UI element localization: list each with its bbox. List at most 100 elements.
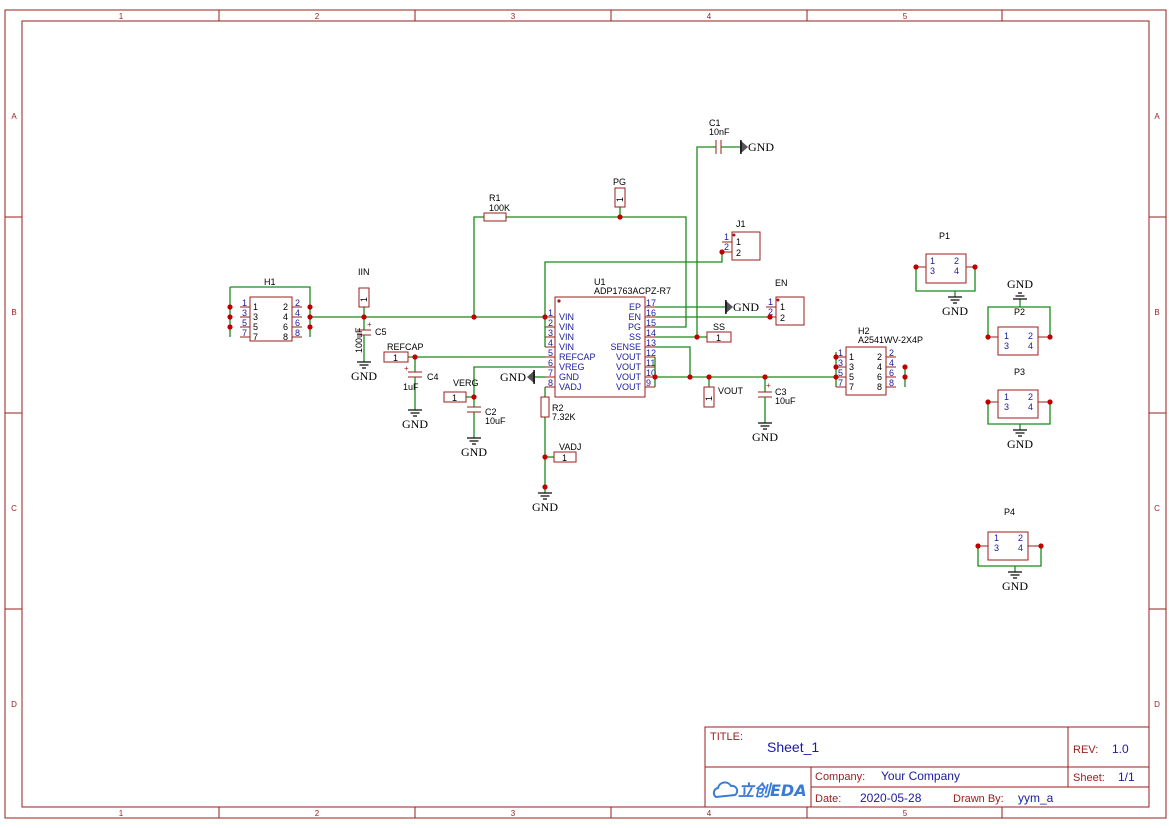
capacitor-c2[interactable]: C2 10uF: [467, 406, 506, 432]
row-label: A: [11, 112, 17, 121]
gnd-label: GND: [402, 417, 428, 431]
p-pin: 4: [1018, 543, 1023, 553]
header-p1[interactable]: 1 3 2 4 P1: [916, 231, 975, 284]
p-pin: 2: [1028, 392, 1033, 402]
header-pin-name: 2: [877, 352, 882, 362]
c4-ref: C4: [427, 372, 439, 382]
junction-dot: [542, 484, 548, 490]
j1-pin-label: 2: [736, 248, 741, 258]
testpoint-vadj[interactable]: 1 VADJ: [553, 442, 581, 463]
col-label: 5: [903, 809, 908, 818]
junction-dot: [1047, 399, 1053, 405]
eda-logo: 立创EDA: [738, 781, 807, 800]
c4-polarity: +: [404, 364, 409, 373]
header-pin-number: 8: [889, 378, 894, 388]
u1-value: ADP1763ACPZ-R7: [594, 286, 671, 296]
rev-label: REV:: [1073, 744, 1098, 756]
resistor-r1[interactable]: R1 100K: [483, 193, 510, 222]
capacitor-c5[interactable]: + C5 100uF: [354, 320, 387, 356]
company-label: Company:: [815, 771, 865, 783]
testpoint-verg[interactable]: 1 VERG: [443, 378, 479, 403]
u1-pin-number: 7: [548, 368, 553, 378]
h2-ref: H2: [858, 326, 870, 336]
p-pin: 2: [954, 256, 959, 266]
junction-dot: [307, 314, 313, 320]
junction-dot: [1047, 334, 1053, 340]
u1-pin-number: 12: [646, 348, 656, 358]
en-pin: 1: [768, 297, 773, 307]
header-pin-number: 2: [889, 348, 894, 358]
col-label: 1: [119, 12, 124, 21]
u1-pin-name: SS: [629, 332, 641, 342]
r2-ref: R2: [552, 403, 564, 413]
col-label: 3: [511, 12, 516, 21]
junction-dot: [307, 304, 313, 310]
p-pin: 1: [994, 533, 999, 543]
testpoint-pg[interactable]: 1 PG: [613, 177, 626, 208]
testpoint-vout[interactable]: 1 VOUT: [703, 386, 744, 408]
tp-label: SS: [713, 322, 725, 332]
header-pin-number: 3: [838, 358, 843, 368]
j1-pin: 2: [724, 242, 729, 252]
col-label: 4: [707, 12, 712, 21]
tp-label: VADJ: [559, 442, 581, 452]
junction-dot: [833, 364, 839, 370]
capacitor-c3[interactable]: + C3 10uF: [758, 381, 796, 417]
tp-pin: 1: [562, 453, 567, 463]
company-value: Your Company: [881, 769, 960, 783]
junction-dot: [833, 374, 839, 380]
junction-dot: [975, 543, 981, 549]
c4-value: 1uF: [403, 382, 419, 392]
row-label: A: [1154, 112, 1160, 121]
junction-dot: [972, 264, 978, 270]
header-pin-name: 2: [283, 302, 288, 312]
gnd-label: GND: [351, 369, 377, 383]
row-label: C: [1154, 504, 1160, 513]
u1-pin-number: 9: [646, 378, 651, 388]
header-pin-number: 7: [838, 378, 843, 388]
u1-pin-name: VIN: [559, 322, 574, 332]
u1-pin-name: PG: [628, 322, 641, 332]
header-pin-name: 1: [849, 352, 854, 362]
u1-pin-name: REFCAP: [559, 352, 596, 362]
row-label: B: [11, 308, 16, 317]
header-pin-number: 6: [889, 368, 894, 378]
row-label: D: [11, 700, 17, 709]
connector-j1[interactable]: 1 2 1 2 J1: [722, 219, 761, 261]
header-p2[interactable]: 1 3 2 4 P2: [988, 307, 1050, 356]
header-pin-name: 8: [283, 332, 288, 342]
j1-pin-label: 1: [736, 237, 741, 247]
c2-value: 10uF: [485, 416, 506, 426]
date-value: 2020-05-28: [860, 791, 922, 805]
sheet-value: 1/1: [1118, 770, 1135, 784]
u1-pin-name: VOUT: [616, 382, 642, 392]
gnd-label: GND: [1007, 277, 1033, 291]
connector-en[interactable]: 1 2 1 2 EN: [766, 278, 805, 326]
capacitor-c4[interactable]: + C4 1uF: [403, 364, 439, 404]
u1-pin-number: 14: [646, 328, 656, 338]
junction-dot: [471, 314, 477, 320]
en-pin: 2: [768, 307, 773, 317]
header-p3[interactable]: 1 3 2 4 P3: [988, 367, 1050, 419]
header-pin-name: 4: [283, 312, 288, 322]
header-pin-number: 5: [838, 368, 843, 378]
header-pin-number: 1: [838, 348, 843, 358]
header-pin-name: 4: [877, 362, 882, 372]
header-p4[interactable]: 1 3 2 4 P4: [978, 507, 1041, 561]
header-pin-name: 6: [877, 372, 882, 382]
u1-pin-name: VADJ: [559, 382, 581, 392]
u1-pin-number: 6: [548, 358, 553, 368]
testpoint-iin[interactable]: 1 IIN: [358, 267, 370, 308]
cloud-logo-icon: [712, 781, 739, 799]
tp-label: VOUT: [718, 386, 744, 396]
u1-pin-name: VOUT: [616, 372, 642, 382]
resistor-r2[interactable]: R2 7.32K: [540, 396, 576, 422]
c5-value: 100uF: [354, 327, 364, 353]
testpoint-ss[interactable]: 1 SS: [706, 322, 732, 343]
testpoint-refcap[interactable]: 1 REFCAP: [383, 342, 424, 363]
capacitor-c1[interactable]: C1 10nF: [709, 118, 740, 154]
header-pin-number: 4: [889, 358, 894, 368]
